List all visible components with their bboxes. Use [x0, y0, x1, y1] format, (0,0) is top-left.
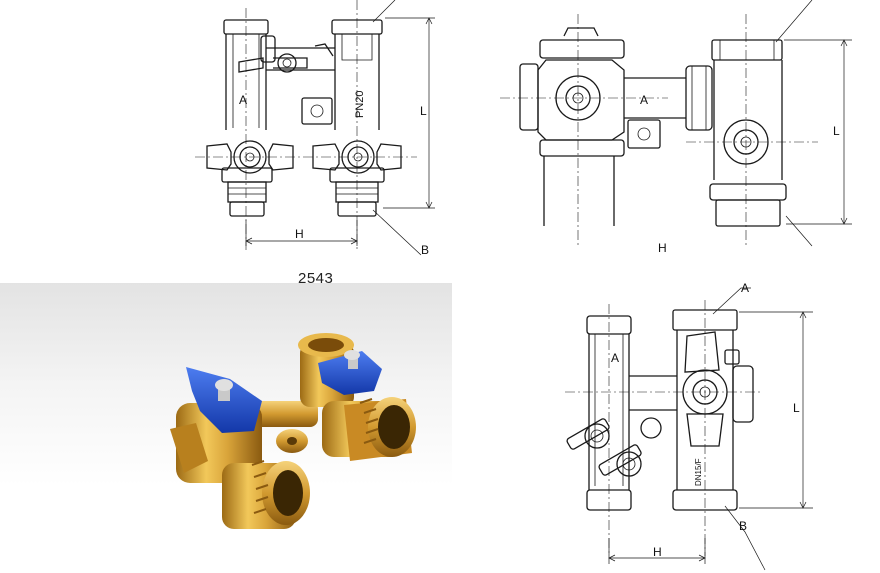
- product-photo: [0, 283, 452, 573]
- top-view-drawing: L H A B A DN15/F: [555, 280, 880, 573]
- front-dim-h-label: H: [295, 227, 304, 241]
- top-logo-mark: A: [611, 351, 619, 365]
- top-callout-a-label: A: [741, 281, 749, 295]
- front-view-drawing: L H B A PN20: [195, 0, 435, 262]
- side-dim-l-label: L: [833, 124, 840, 138]
- top-dim-l-label: L: [793, 401, 800, 415]
- side-mounting-boss: [627, 119, 661, 149]
- side-dim-h-label: H: [658, 241, 667, 255]
- top-dim-h-label: H: [653, 545, 662, 559]
- front-dim-l-label: L: [420, 104, 427, 118]
- mounting-boss: [301, 97, 333, 125]
- model-code-label: 2543: [298, 270, 334, 287]
- photo-bridge: [248, 401, 318, 427]
- top-boss-hole: [640, 417, 662, 439]
- left-valve-body: [221, 19, 273, 217]
- top-callout-b-label: B: [739, 519, 747, 533]
- front-logo-mark: A: [239, 93, 247, 107]
- side-left-valve: [519, 27, 625, 226]
- photo-right-blue-handle: [318, 350, 382, 395]
- top-right-handle: [682, 331, 754, 447]
- side-union-nut: [685, 65, 713, 131]
- side-right-valve: [709, 39, 787, 227]
- top-left-handles: [566, 418, 642, 477]
- top-dn-mark: DN15/F: [694, 458, 703, 486]
- photo-left-valve: [170, 403, 310, 529]
- front-pn-mark: PN20: [354, 90, 366, 118]
- top-small-valve: [238, 35, 308, 73]
- side-view-drawing: A L H: [500, 0, 880, 255]
- photo-left-blue-handle: [186, 367, 262, 433]
- top-left-pipe: [586, 315, 632, 511]
- front-callout-b-label: B: [421, 243, 429, 257]
- side-logo-mark: A: [640, 93, 648, 107]
